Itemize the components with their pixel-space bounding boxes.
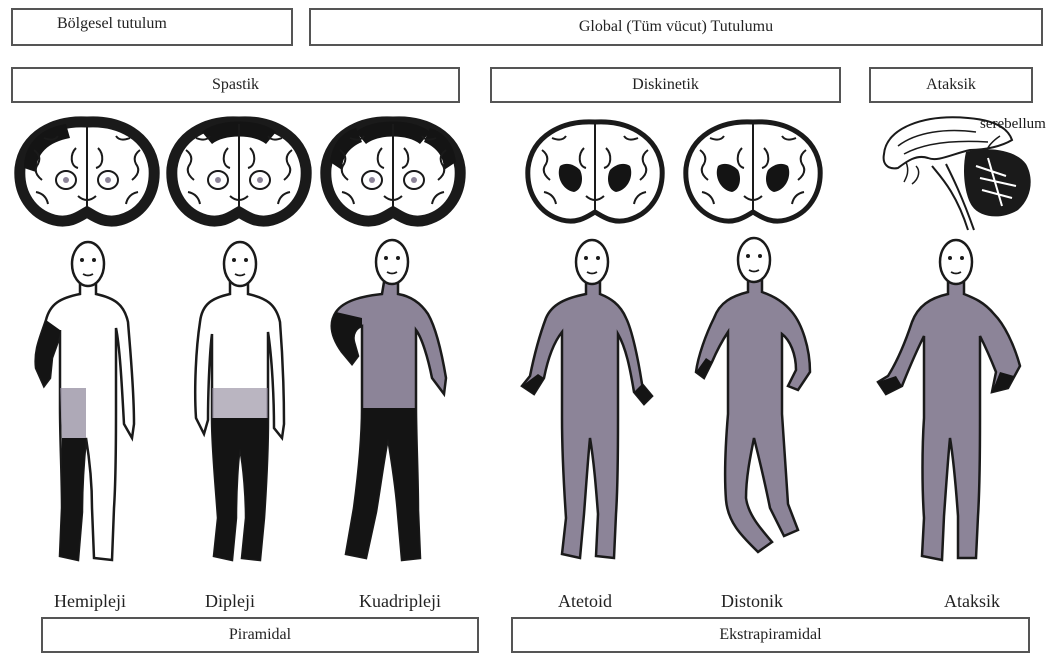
label-quadriplegia: Kuadripleji (335, 591, 465, 612)
regional-involvement-label: Bölgesel tutulum (57, 16, 167, 32)
label-hemiplegia: Hemipleji (30, 591, 150, 612)
dyskinetic-label: Diskinetik (632, 77, 699, 93)
brain-diplegia (166, 110, 312, 228)
global-involvement-label: Global (Tüm vücut) Tutulumu (579, 19, 773, 35)
global-involvement-box: Global (Tüm vücut) Tutulumu (309, 8, 1043, 46)
label-athetoid: Atetoid (525, 591, 645, 612)
brain-hemiplegia (14, 110, 160, 228)
dyskinetic-box: Diskinetik (490, 67, 841, 103)
label-diplegia: Dipleji (175, 591, 285, 612)
cerebellum-sagittal-drawing: serebellum (876, 106, 1052, 236)
extrapyramidal-box: Ekstrapiramidal (511, 617, 1030, 653)
label-ataxic: Ataksik (912, 591, 1032, 612)
cerebellum-label: serebellum (980, 116, 1046, 132)
figure-ataxic (872, 238, 1038, 568)
brain-quadriplegia (320, 110, 466, 228)
spastic-box: Spastik (11, 67, 460, 103)
figure-athetoid (516, 238, 666, 568)
figure-diplegia (172, 238, 302, 568)
regional-involvement-box: Bölgesel tutulum (11, 8, 293, 46)
brain-athetoid (522, 110, 668, 228)
figure-hemiplegia (20, 238, 150, 568)
brain-dystonic (680, 110, 826, 228)
figure-quadriplegia (318, 238, 458, 568)
figure-dystonic (686, 238, 822, 568)
label-dystonic: Distonik (692, 591, 812, 612)
spastic-label: Spastik (212, 77, 259, 93)
ataxic-box: Ataksik (869, 67, 1033, 103)
pyramidal-box: Piramidal (41, 617, 479, 653)
extrapyramidal-label: Ekstrapiramidal (719, 627, 821, 643)
ataxic-group-label: Ataksik (926, 77, 976, 93)
pyramidal-label: Piramidal (229, 627, 291, 643)
